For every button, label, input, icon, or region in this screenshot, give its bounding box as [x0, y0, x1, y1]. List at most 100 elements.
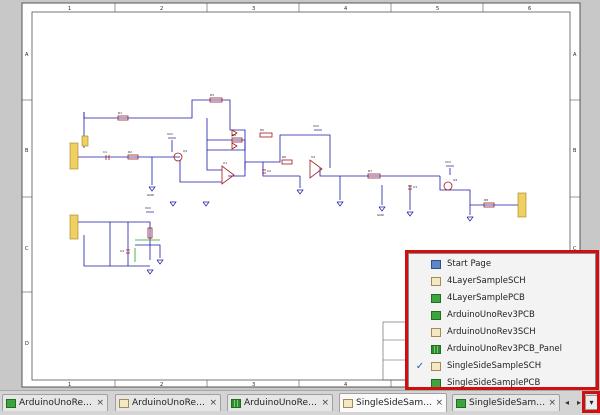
- start-page-icon: [431, 259, 441, 269]
- schematic-canvas[interactable]: 1 2 3 4 5 6 1 2 3 4 A B C D A B C: [0, 0, 600, 390]
- close-icon[interactable]: ×: [209, 398, 217, 408]
- ref-u1: U1: [223, 161, 227, 165]
- connector-j4: [81, 135, 89, 147]
- ref-c1: C1: [103, 150, 107, 154]
- ground-symbol: [202, 201, 210, 207]
- tab-arduinounorev3pcb-panel[interactable]: ArduinoUnoRev3... ×: [227, 394, 333, 411]
- col-label-5: 5: [436, 6, 439, 12]
- connector-j1: [69, 142, 79, 170]
- row-label-right-C: C: [573, 246, 577, 252]
- col-label-bottom-3: 3: [252, 382, 255, 388]
- tab-label: ArduinoUnoRev3...: [244, 398, 319, 408]
- menu-item-singlesidesamplesch[interactable]: ✓ SingleSideSampleSCH: [409, 357, 595, 375]
- tab-label: SingleSideSampl...: [356, 398, 433, 408]
- ground-symbol: [406, 211, 414, 217]
- row-label-D: D: [25, 341, 29, 347]
- menu-item-4layersamplepcb[interactable]: 4LayerSamplePCB: [409, 289, 595, 307]
- menu-item-arduinounorev3pcb[interactable]: ArduinoUnoRev3PCB: [409, 306, 595, 324]
- sch-doc-icon: [431, 276, 441, 286]
- row-label-right-B: B: [573, 148, 577, 154]
- ref-r6: R6: [282, 155, 286, 159]
- col-label-bottom-2: 2: [160, 382, 163, 388]
- ref-c4: C4: [120, 249, 124, 253]
- vcc-label: VCC: [145, 206, 151, 210]
- open-documents-menu: Start Page 4LayerSampleSCH 4LayerSampleP…: [408, 253, 596, 390]
- ground-symbol: [296, 189, 304, 195]
- ground-symbol: [148, 186, 156, 192]
- ref-c2: C2: [267, 169, 271, 173]
- ref-r8: R8: [484, 198, 488, 202]
- menu-item-arduinounorev3pcb-panel[interactable]: ArduinoUnoRev3PCB_Panel: [409, 340, 595, 358]
- menu-item-start-page[interactable]: Start Page: [409, 255, 595, 273]
- pcb-doc-icon: [456, 398, 466, 408]
- tab-label: ArduinoUnoRev3...: [19, 398, 94, 408]
- tab-arduinounorev3pcb[interactable]: ArduinoUnoRev3... ×: [2, 394, 108, 411]
- menu-item-label: SingleSideSamplePCB: [447, 378, 541, 388]
- connector-j3: [517, 192, 527, 218]
- ref-q2: Q2: [453, 178, 457, 182]
- row-label-C: C: [25, 246, 29, 252]
- resistor-r6: [281, 159, 293, 165]
- ref-r1: R1: [118, 111, 122, 115]
- row-label-right-A: A: [573, 52, 577, 58]
- ref-r2: R2: [128, 150, 132, 154]
- connector-j2: [69, 214, 79, 240]
- connectors: [69, 135, 527, 240]
- schematic-sheet[interactable]: 1 2 3 4 5 6 1 2 3 4 A B C D A B C: [0, 0, 600, 390]
- ground-symbol: [336, 201, 344, 207]
- sch-doc-icon: [343, 398, 353, 408]
- col-label-3: 3: [252, 6, 255, 12]
- menu-item-label: ArduinoUnoRev3SCH: [447, 327, 536, 337]
- menu-item-arduinounorev3sch[interactable]: ArduinoUnoRev3SCH: [409, 323, 595, 341]
- close-icon[interactable]: ×: [435, 398, 443, 408]
- components: [105, 97, 495, 254]
- close-icon[interactable]: ×: [96, 398, 104, 408]
- pcb-doc-icon: [6, 398, 16, 408]
- ground-symbol: [146, 269, 154, 275]
- pcb-doc-icon: [431, 310, 441, 320]
- ground-symbol: [378, 206, 386, 212]
- ref-r3: R3: [210, 93, 214, 97]
- tab-label: ArduinoUnoRev3...: [132, 398, 207, 408]
- tab-singlesidesamplesch[interactable]: SingleSideSampl... ×: [339, 393, 447, 412]
- tab-label: SingleSideSampl...: [469, 398, 546, 408]
- scroll-left-icon[interactable]: ◂: [564, 398, 569, 407]
- ref-q1: Q1: [183, 149, 187, 153]
- resistor-r7: [367, 173, 381, 179]
- col-label-6: 6: [528, 6, 531, 12]
- col-label-2: 2: [160, 6, 163, 12]
- tab-singlesidesamplepcb[interactable]: SingleSideSampl... ×: [452, 394, 560, 411]
- resistor-r5: [259, 132, 273, 138]
- opamp-u2: [309, 159, 323, 179]
- panel-doc-icon: [231, 398, 241, 408]
- ref-r7: R7: [368, 169, 372, 173]
- menu-item-label: 4LayerSamplePCB: [447, 293, 525, 303]
- menu-item-4layersamplesch[interactable]: 4LayerSampleSCH: [409, 272, 595, 290]
- highlight-box-dropdown: [405, 250, 599, 390]
- green-wires: [134, 239, 160, 262]
- close-icon[interactable]: ×: [321, 398, 329, 408]
- scroll-right-icon[interactable]: ▸: [576, 398, 581, 407]
- resistor-r4: [231, 137, 243, 143]
- resistor-r9: [147, 227, 153, 239]
- tab-arduinounorev3sch[interactable]: ArduinoUnoRev3... ×: [115, 394, 221, 411]
- power-symbols: [146, 129, 474, 275]
- gnd-label: GND: [377, 213, 385, 217]
- diode-d2: [231, 129, 238, 137]
- highlight-box-menu-button: [582, 391, 600, 413]
- close-icon[interactable]: ×: [548, 398, 556, 408]
- ref-c3: C3: [413, 185, 417, 189]
- vcc-label: VCC: [313, 124, 319, 128]
- ref-u2: U2: [311, 155, 315, 159]
- diode-d1: [231, 142, 238, 150]
- ground-symbol: [466, 216, 474, 222]
- ref-r4: R4: [232, 133, 236, 137]
- col-label-1: 1: [68, 6, 71, 12]
- resistor-r2: [127, 154, 139, 160]
- ground-symbol: [156, 259, 164, 265]
- sch-doc-icon: [431, 361, 441, 371]
- row-label-B: B: [25, 148, 29, 154]
- gnd-label: GND: [147, 193, 155, 197]
- menu-item-label: ArduinoUnoRev3PCB: [447, 310, 535, 320]
- menu-item-label: ArduinoUnoRev3PCB_Panel: [447, 344, 562, 354]
